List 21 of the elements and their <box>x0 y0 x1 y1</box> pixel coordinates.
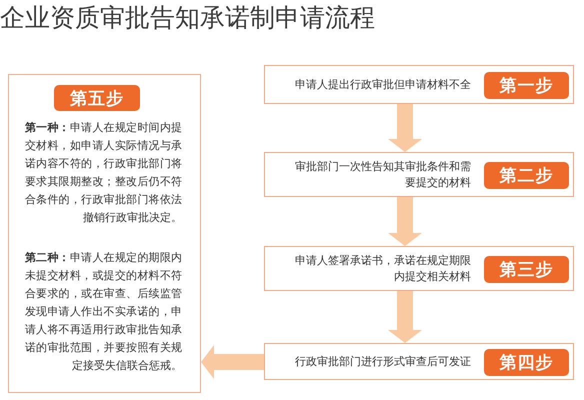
step-box <box>264 152 574 197</box>
step-badge: 第五步 <box>54 85 140 111</box>
title: 企业资质审批告知承诺制申请流程 <box>0 3 375 33</box>
arrow <box>388 291 422 343</box>
step-badge: 第四步 <box>484 349 569 376</box>
step-box <box>264 65 574 104</box>
step-badge: 第三步 <box>484 256 569 283</box>
arrow <box>201 345 264 379</box>
step-box <box>264 246 574 291</box>
step-text: 申请人签署承诺书，承诺在规定期限内提交相关材料 <box>294 252 471 284</box>
note-panel <box>8 74 201 393</box>
step-text: 审批部门一次性告知其审批条件和需要提交的材料 <box>294 158 471 190</box>
arrow <box>388 104 422 152</box>
note-paragraph: 第二种：申请人在规定的期限内未提交材料，或提交的材料不符合要求的，或在审查、后续监管发现申请人作出不实承诺的，申请人将不再适用行政审批告知承诺的审批范围，并要按照有关规定接受失信联合惩戒。 <box>25 250 182 374</box>
step-badge: 第二步 <box>484 162 569 189</box>
step-text: 申请人提出行政审批但申请材料不全 <box>294 76 471 92</box>
arrow <box>388 197 422 246</box>
note-paragraph: 第一种：申请人在规定时间内提交材料，如申请人实际情况与承诺内容不符的，行政审批部门将要求其限期整改；整改后仍不符合条件的，行政审批部门将依法撤销行政审批决定。 <box>25 120 182 226</box>
step-box <box>264 343 574 380</box>
step-text: 行政审批部门进行形式审查后可发证 <box>294 354 471 370</box>
step-badge: 第一步 <box>484 72 569 99</box>
